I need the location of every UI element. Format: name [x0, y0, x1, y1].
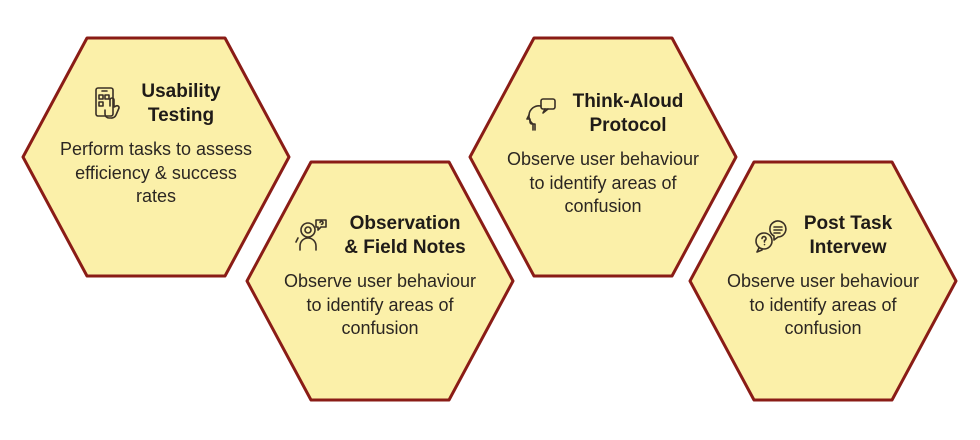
- mobile-touch-icon: [91, 84, 127, 124]
- card-title: Think-Aloud Protocol: [572, 91, 684, 136]
- hexagon-post-task-interview: [688, 160, 958, 402]
- card-title: Observation & Field Notes: [344, 213, 466, 258]
- card-description: Observe user behaviour to identify areas…: [726, 271, 920, 338]
- observer-magnifier-icon: [294, 216, 330, 256]
- hexagon-think-aloud-protocol: [468, 36, 738, 278]
- chat-question-icon: [754, 216, 790, 256]
- card-header: Think-Aloud Protocol: [523, 90, 684, 138]
- card-title: Post Task Intervew: [803, 213, 893, 258]
- card-observation-field-notes: Observation & Field Notes Observe user b…: [257, 212, 503, 341]
- card-header: Post Task Intervew: [754, 212, 892, 260]
- card-think-aloud-protocol: Think-Aloud Protocol Observe user behavi…: [480, 90, 726, 219]
- card-description: Observe user behaviour to identify areas…: [283, 271, 477, 338]
- hexagon-usability-testing: [21, 36, 291, 278]
- card-header: Observation & Field Notes: [294, 212, 466, 260]
- head-speech-bubble-icon: [523, 94, 559, 134]
- hexagon-observation-field-notes: [245, 160, 515, 402]
- card-description: Observe user behaviour to identify areas…: [506, 149, 700, 216]
- card-post-task-interview: Post Task Intervew Observe user behaviou…: [700, 212, 946, 341]
- card-header: Usability Testing: [91, 80, 221, 128]
- card-title: Usability Testing: [141, 81, 221, 126]
- card-usability-testing: Usability Testing Perform tasks to asses…: [33, 80, 279, 209]
- card-description: Perform tasks to assess efficiency & suc…: [59, 139, 253, 206]
